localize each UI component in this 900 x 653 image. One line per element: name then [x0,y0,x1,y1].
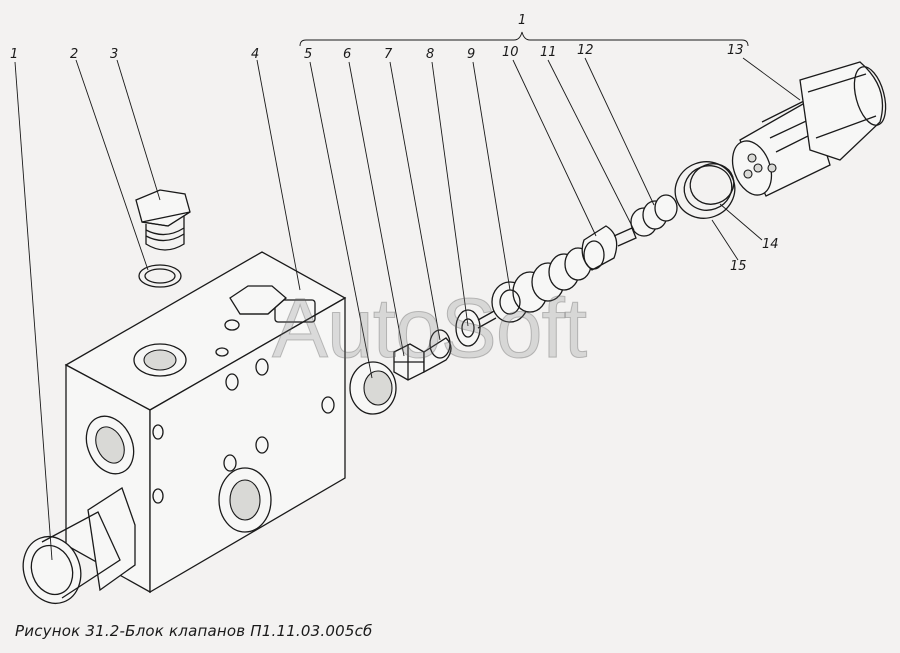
callout-14: 14 [762,237,779,252]
watermark: AutoSoft [271,281,587,376]
callout-9: 9 [467,47,475,62]
seal-ring [349,361,397,415]
callout-10: 10 [502,45,519,60]
spring [491,247,592,323]
callout-4: 4 [251,47,259,62]
end-plug [22,487,136,605]
callout-13: 13 [727,43,744,58]
small-spring [630,194,678,237]
o-rings [674,161,736,219]
callout-12: 12 [577,43,594,58]
callout-8: 8 [426,47,434,62]
callout-11: 11 [540,45,557,60]
cartridge-housing [731,61,887,197]
callout-1-group: 1 [518,13,526,28]
callout-15: 15 [730,259,747,274]
callout-2: 2 [70,47,78,62]
callout-5: 5 [304,47,312,62]
callout-labels: 1 2 3 4 5 6 7 8 9 10 11 12 13 14 15 1 [10,13,779,274]
callout-1-left: 1 [10,47,18,62]
callout-6: 6 [343,47,351,62]
callout-7: 7 [384,47,393,62]
leader-lines [14,31,801,561]
poppet [581,225,637,271]
figure-caption: Рисунок 31.2-Блок клапанов П1.11.03.005с… [15,622,373,640]
callout-3: 3 [110,47,118,62]
hex-plug-top [135,189,191,288]
hex-plug-block [229,285,287,315]
valve-seat [393,309,497,381]
